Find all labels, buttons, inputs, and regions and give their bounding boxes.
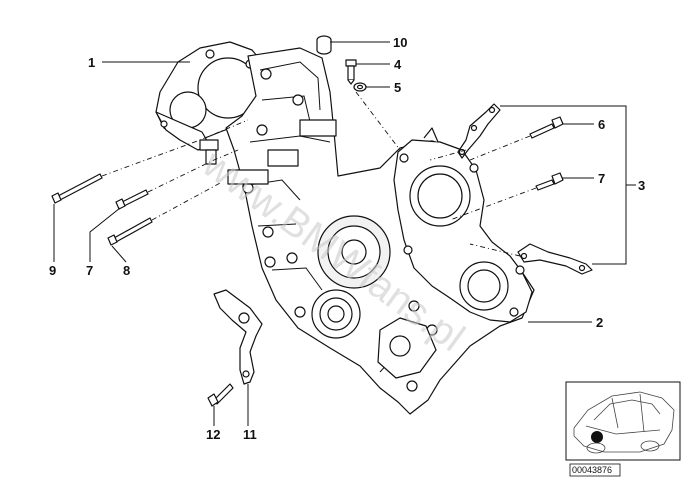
callout-12: 12 (206, 427, 220, 442)
callout-10: 10 (393, 35, 407, 50)
callout-8: 8 (123, 263, 130, 278)
callout-3: 3 (638, 178, 645, 193)
upper-timing-cover (155, 41, 269, 165)
right-timing-cover (393, 127, 533, 323)
callout-5: 5 (394, 80, 401, 95)
callout-6: 6 (598, 117, 605, 132)
callout-7-right: 7 (598, 171, 605, 186)
seal-ring-5 (353, 82, 367, 92)
bolt-8 (107, 217, 153, 246)
callout-9: 9 (49, 263, 56, 278)
gasket-lower-3 (517, 243, 593, 275)
callout-4: 4 (394, 57, 402, 72)
bolt-9 (51, 173, 103, 204)
callout-1: 1 (88, 55, 95, 70)
callout-7-left: 7 (86, 263, 93, 278)
gasket-upper-3 (457, 103, 501, 159)
vehicle-thumbnail: 00043876 (565, 381, 681, 477)
callout-labels: 1 10 4 5 6 7 3 2 9 7 8 12 11 (49, 35, 645, 442)
bracket-11 (213, 289, 263, 385)
leader-lines (53, 41, 636, 426)
callout-11: 11 (243, 427, 257, 442)
bolt-12 (207, 383, 234, 407)
diagram-code: 00043876 (572, 465, 612, 475)
lower-timing-case (225, 47, 535, 415)
location-marker-icon (591, 431, 603, 443)
cap-10 (316, 35, 332, 55)
callout-2: 2 (596, 315, 603, 330)
plug-4 (345, 59, 357, 85)
bolt-7-left (115, 189, 149, 210)
bolt-6 (529, 116, 564, 139)
assembly-lines (101, 91, 537, 257)
bolt-7-right (535, 172, 564, 191)
